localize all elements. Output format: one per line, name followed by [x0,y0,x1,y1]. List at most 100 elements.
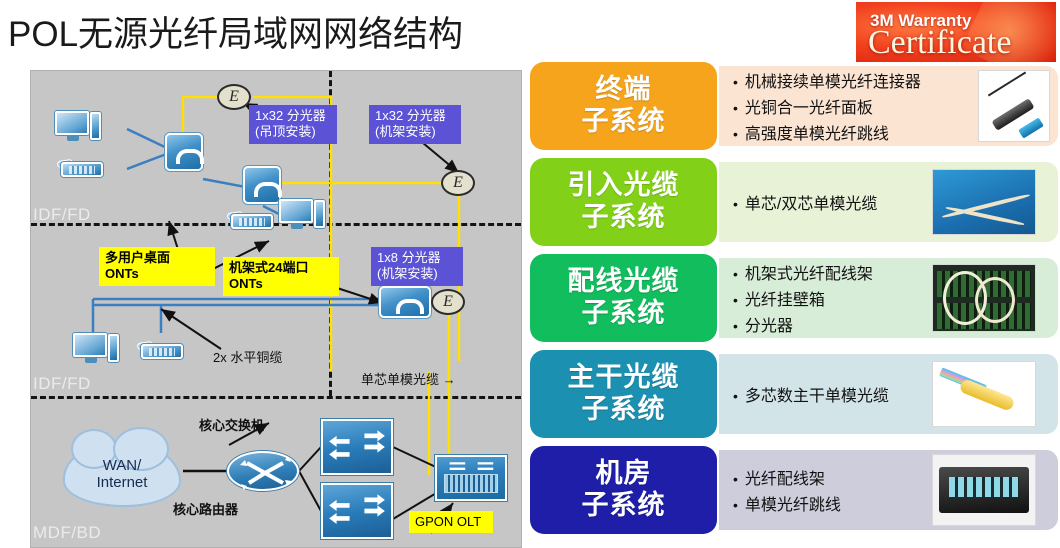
bullet-text: 光纤配线架 [744,471,825,488]
cloud-label: WAN/ Internet [96,456,148,491]
bullet-list-equipment-room-subsystem: • 光纤配线架 • 单模光纤跳线 [733,465,841,515]
category-row-equipment-room-subsystem[interactable]: 机房 子系统 • 光纤配线架 • 单模光纤跳线 [530,446,1058,534]
bullet-text: 分光器 [744,318,793,335]
splitter-symbol-1: E [217,84,251,110]
phone-keypad-icon [69,166,95,174]
zone-label-mdf-bd: MDF/BD [33,523,102,542]
callout-splitter-1x32-ceiling: 1x32 分光器 (吊顶安装) [249,105,337,144]
logo-line-2: Certificate [868,24,1012,61]
category-panel-terminal-subsystem: • 机械接续单模光纤连接器 • 光铜合一光纤面板 • 高强度单模光纤跳线 [719,66,1058,146]
bullet-dot: • [733,292,738,308]
pc-tower-icon [314,200,325,228]
pc-tower-icon [108,334,119,362]
category-row-terminal-subsystem[interactable]: 终端 子系统 • 机械接续单模光纤连接器 • 光铜合一光纤面板 • 高强度单模光… [530,62,1058,150]
bullet-dot: • [733,74,738,90]
bullet-item: • 光铜合一光纤面板 [733,94,921,118]
bullet-item: • 光纤挂壁箱 [733,286,873,310]
zone-label-idf-fd-1: IDF/FD [33,205,91,224]
switch-arrows-icon [329,430,385,460]
category-row-distribution-cable-subsystem[interactable]: 配线光缆 子系统 • 机架式光纤配线架 • 光纤挂壁箱 • 分光器 [530,254,1058,342]
bullet-item: • 单芯/双芯单模光缆 [733,190,877,214]
thumbnail-odf-rack [932,264,1036,332]
bullet-item: • 单模光纤跳线 [733,491,841,515]
bullet-item: • 光纤配线架 [733,465,841,489]
ont-device-desktop-1 [165,133,204,171]
callout-gpon-olt: GPON OLT [409,511,493,534]
bullet-dot: • [733,388,738,404]
callout-rack-24port-onts: 机架式24端口 ONTs [223,257,339,296]
bullet-text: 机架式光纤配线架 [744,266,873,283]
bullet-list-drop-cable-subsystem: • 单芯/双芯单模光缆 [733,190,877,214]
bullet-text: 高强度单模光纤跳线 [744,126,889,143]
label-horizontal-copper-cable: 2x 水平铜缆 [213,350,283,365]
switch-arrows-icon [329,494,385,524]
callout-splitter-1x32-rack: 1x32 分光器 (机架安装) [369,105,461,144]
category-panel-drop-cable-subsystem: • 单芯/双芯单模光缆 [719,162,1058,242]
category-row-drop-cable-subsystem[interactable]: 引入光缆 子系统 • 单芯/双芯单模光缆 [530,158,1058,246]
thumbnail-trunk-cable [932,361,1036,427]
pc-tower-icon [90,112,101,140]
category-chip-distribution-cable-subsystem[interactable]: 配线光缆 子系统 [530,254,717,342]
ont-device-desktop-2 [243,166,282,204]
bullet-dot: • [733,126,738,142]
patch-box-ports [949,477,1019,497]
bullet-item: • 多芯数主干单模光缆 [733,382,889,406]
bullet-dot: • [733,318,738,334]
olt-port-grille [444,474,498,493]
bullet-text: 多芯数主干单模光缆 [744,388,889,405]
category-panel-backbone-cable-subsystem: • 多芯数主干单模光缆 [719,354,1058,434]
category-row-backbone-cable-subsystem[interactable]: 主干光缆 子系统 • 多芯数主干单模光缆 [530,350,1058,438]
ip-phone-icon-2 [226,210,273,231]
bullet-text: 光铜合一光纤面板 [744,100,873,117]
gpon-olt-icon [435,455,507,501]
core-switch-icon-top [321,419,393,475]
ont-device-rack-24port [379,286,431,318]
olt-arrows-icon [449,462,494,470]
splitter-symbol-3: E [431,289,465,315]
ip-phone-icon-3 [136,340,183,361]
category-chip-terminal-subsystem[interactable]: 终端 子系统 [530,62,717,150]
subsystem-category-list: 终端 子系统 • 机械接续单模光纤连接器 • 光铜合一光纤面板 • 高强度单模光… [530,62,1058,534]
callout-splitter-1x8-rack: 1x8 分光器 (机架安装) [371,247,463,286]
trunk-cable-jacket [958,378,1016,412]
bullet-list-distribution-cable-subsystem: • 机架式光纤配线架 • 光纤挂壁箱 • 分光器 [733,260,873,336]
bullet-dot: • [733,471,738,487]
core-router-icon [227,451,299,491]
category-panel-distribution-cable-subsystem: • 机架式光纤配线架 • 光纤挂壁箱 • 分光器 [719,258,1058,338]
category-panel-equipment-room-subsystem: • 光纤配线架 • 单模光纤跳线 [719,450,1058,530]
monitor-stand-icon [291,224,303,229]
page-title: POL无源光纤局域网网络结构 [8,15,464,54]
monitor-stand-icon [67,136,79,141]
core-switch-icon-bottom [321,483,393,539]
bullet-dot: • [733,100,738,116]
connector-lead [987,71,1027,97]
thumbnail-drop-cable [932,169,1036,235]
thumbnail-fiber-connector [978,70,1050,142]
bullet-item: • 机架式光纤配线架 [733,260,873,284]
bullet-text: 机械接续单模光纤连接器 [744,74,921,91]
phone-keypad-icon [149,348,175,356]
bullet-dot: • [733,266,738,282]
router-arrows-icon [240,456,292,490]
category-chip-drop-cable-subsystem[interactable]: 引入光缆 子系统 [530,158,717,246]
category-chip-equipment-room-subsystem[interactable]: 机房 子系统 [530,446,717,534]
splitter-symbol-2: E [441,170,475,196]
bullet-list-terminal-subsystem: • 机械接续单模光纤连接器 • 光铜合一光纤面板 • 高强度单模光纤跳线 [733,68,921,144]
bullet-item: • 分光器 [733,312,873,336]
zone-divider-top [31,223,521,226]
bullet-item: • 机械接续单模光纤连接器 [733,68,921,92]
wan-internet-cloud: WAN/ Internet [63,427,181,507]
bullet-list-backbone-cable-subsystem: • 多芯数主干单模光缆 [733,382,889,406]
zone-label-idf-fd-2: IDF/FD [33,374,91,393]
logo-line-1: 3M Warranty [870,11,972,30]
odf-jumper-2 [975,277,1015,323]
desktop-pc-icon-2 [279,199,325,231]
bullet-dot: • [733,497,738,513]
monitor-stand-icon [85,358,97,363]
desktop-pc-icon [55,111,101,143]
category-chip-backbone-cable-subsystem[interactable]: 主干光缆 子系统 [530,350,717,438]
bullet-item: • 高强度单模光纤跳线 [733,120,921,144]
ip-phone-icon [56,158,103,179]
callout-multi-user-desktop-onts: 多用户桌面 ONTs [99,247,215,286]
